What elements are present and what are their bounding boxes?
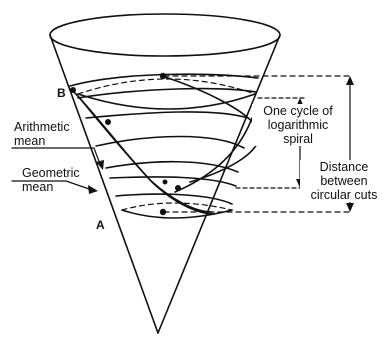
cone-left-edge [49, 34, 159, 334]
point-lower-cut [159, 208, 167, 216]
spiral-arc-lower [174, 117, 253, 193]
cycle-line3: spiral [283, 132, 313, 146]
distance-line1: Distance [319, 160, 369, 174]
point-b-label: B [57, 86, 66, 100]
spiral-winding-6 [109, 176, 237, 187]
cycle-line2: logarithmic [267, 118, 329, 132]
cone-right-edge [157, 34, 281, 334]
distance-arrow-bottom [346, 203, 354, 212]
geometric-leader [11, 180, 93, 191]
distance-line2: between [320, 174, 368, 188]
arithmetic-arrowhead [96, 160, 104, 170]
point-inner-low [162, 179, 168, 185]
geometric-mean-line1: Geometric [22, 166, 80, 180]
spiral-winding-3 [85, 111, 249, 119]
cone-top-rim [49, 13, 281, 57]
point-inner-mid [175, 185, 181, 191]
spiral-winding-7 [115, 193, 233, 205]
distance-arrow-top [346, 76, 354, 85]
lower-circular-cut-front [121, 209, 233, 219]
geometric-arrowhead [88, 185, 98, 194]
geometric-mean-line2: mean [22, 180, 54, 194]
point-b [70, 87, 76, 93]
arithmetic-mean-line2: mean [14, 134, 46, 148]
point-upper-cut [159, 72, 167, 80]
lower-circular-cut-back [121, 202, 233, 211]
spiral-winding-4 [95, 135, 245, 149]
spiral-main-curve-2 [77, 95, 215, 215]
point-inner-upper [105, 119, 111, 125]
arithmetic-leader [11, 147, 101, 165]
arithmetic-mean-label: Arithmetic mean [14, 120, 70, 148]
geometric-mean-label: Geometric mean [22, 166, 80, 194]
cycle-line1: One cycle of [263, 104, 333, 118]
upper-circular-cut-front [77, 93, 256, 110]
point-a-label: A [96, 218, 105, 232]
cycle-label: One cycle of logarithmic spiral [252, 104, 344, 146]
upper-circular-cut-back [77, 78, 256, 95]
distance-line3: circular cuts [310, 188, 378, 202]
spiral-winding-2 [77, 87, 257, 99]
spiral-arc-upper [161, 75, 260, 183]
arithmetic-mean-line1: Arithmetic [14, 120, 70, 134]
distance-label: Distance between circular cuts [300, 160, 388, 202]
